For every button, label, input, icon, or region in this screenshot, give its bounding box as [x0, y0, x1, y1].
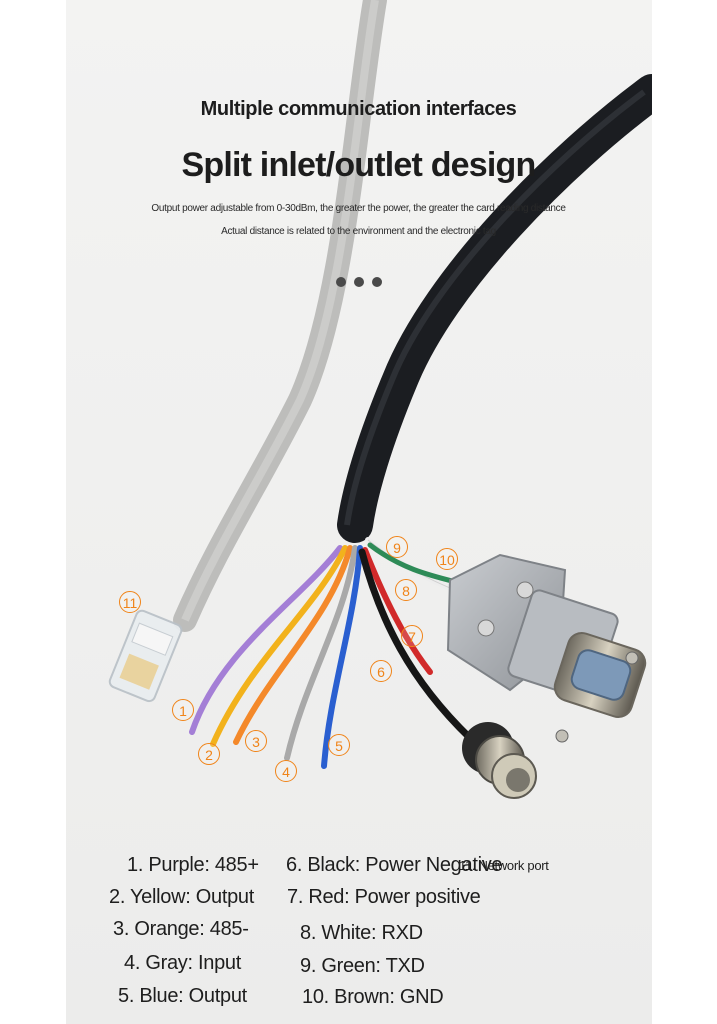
- callout-5: 5: [328, 734, 350, 756]
- legend-item-brown: 10. Brown: GND: [302, 986, 444, 1008]
- wire-red: [362, 547, 433, 675]
- photo-background: [66, 0, 652, 1024]
- callout-11: 11: [119, 591, 141, 613]
- legend-item-gray: 4. Gray: Input: [124, 952, 241, 974]
- ellipsis-dots: [336, 277, 384, 289]
- wire-orange: [233, 545, 353, 745]
- wire-gray: [284, 545, 358, 761]
- section-kicker: Multiple communication interfaces: [200, 98, 517, 120]
- callout-9: 9: [386, 536, 408, 558]
- rj45-plug: [108, 609, 183, 703]
- callout-8: 8: [395, 579, 417, 601]
- callout-7: 7: [401, 625, 423, 647]
- legend-item-orange: 3. Orange: 485-: [113, 918, 249, 940]
- wire-purple: [189, 545, 343, 735]
- legend-item-purple: 1. Purple: 485+: [127, 854, 259, 876]
- callout-6: 6: [370, 660, 392, 682]
- aviation-connector: [462, 722, 537, 799]
- wire-blue: [321, 545, 363, 769]
- legend-item-red: 7. Red: Power positive: [287, 886, 481, 908]
- wire-green: [367, 542, 459, 585]
- legend-item-yellow: 2. Yellow: Output: [109, 886, 255, 908]
- callout-1: 1: [172, 699, 194, 721]
- dot: [336, 277, 346, 287]
- section-headline: Split inlet/outlet design: [181, 146, 536, 184]
- subline-power: Output power adjustable from 0-30dBm, th…: [151, 203, 566, 214]
- wire-black: [358, 548, 474, 742]
- black-main-cable: [337, 74, 652, 543]
- callout-10: 10: [436, 548, 458, 570]
- legend-item-network-port: 11. Network port: [459, 858, 549, 873]
- callout-2: 2: [198, 743, 220, 765]
- wire-yellow: [210, 545, 348, 747]
- callout-3: 3: [245, 730, 267, 752]
- legend-item-green: 9. Green: TXD: [300, 955, 425, 977]
- dot: [354, 277, 364, 287]
- cable-illustration: [108, 0, 652, 799]
- legend-item-white: 8. White: RXD: [300, 922, 423, 944]
- legend-item-blue: 5. Blue: Output: [118, 985, 247, 1007]
- db9-connector: [446, 553, 647, 743]
- subline-distance: Actual distance is related to the enviro…: [221, 226, 496, 237]
- legend-item-black: 6. Black: Power Negative: [286, 854, 503, 876]
- dot: [372, 277, 382, 287]
- callout-4: 4: [275, 760, 297, 782]
